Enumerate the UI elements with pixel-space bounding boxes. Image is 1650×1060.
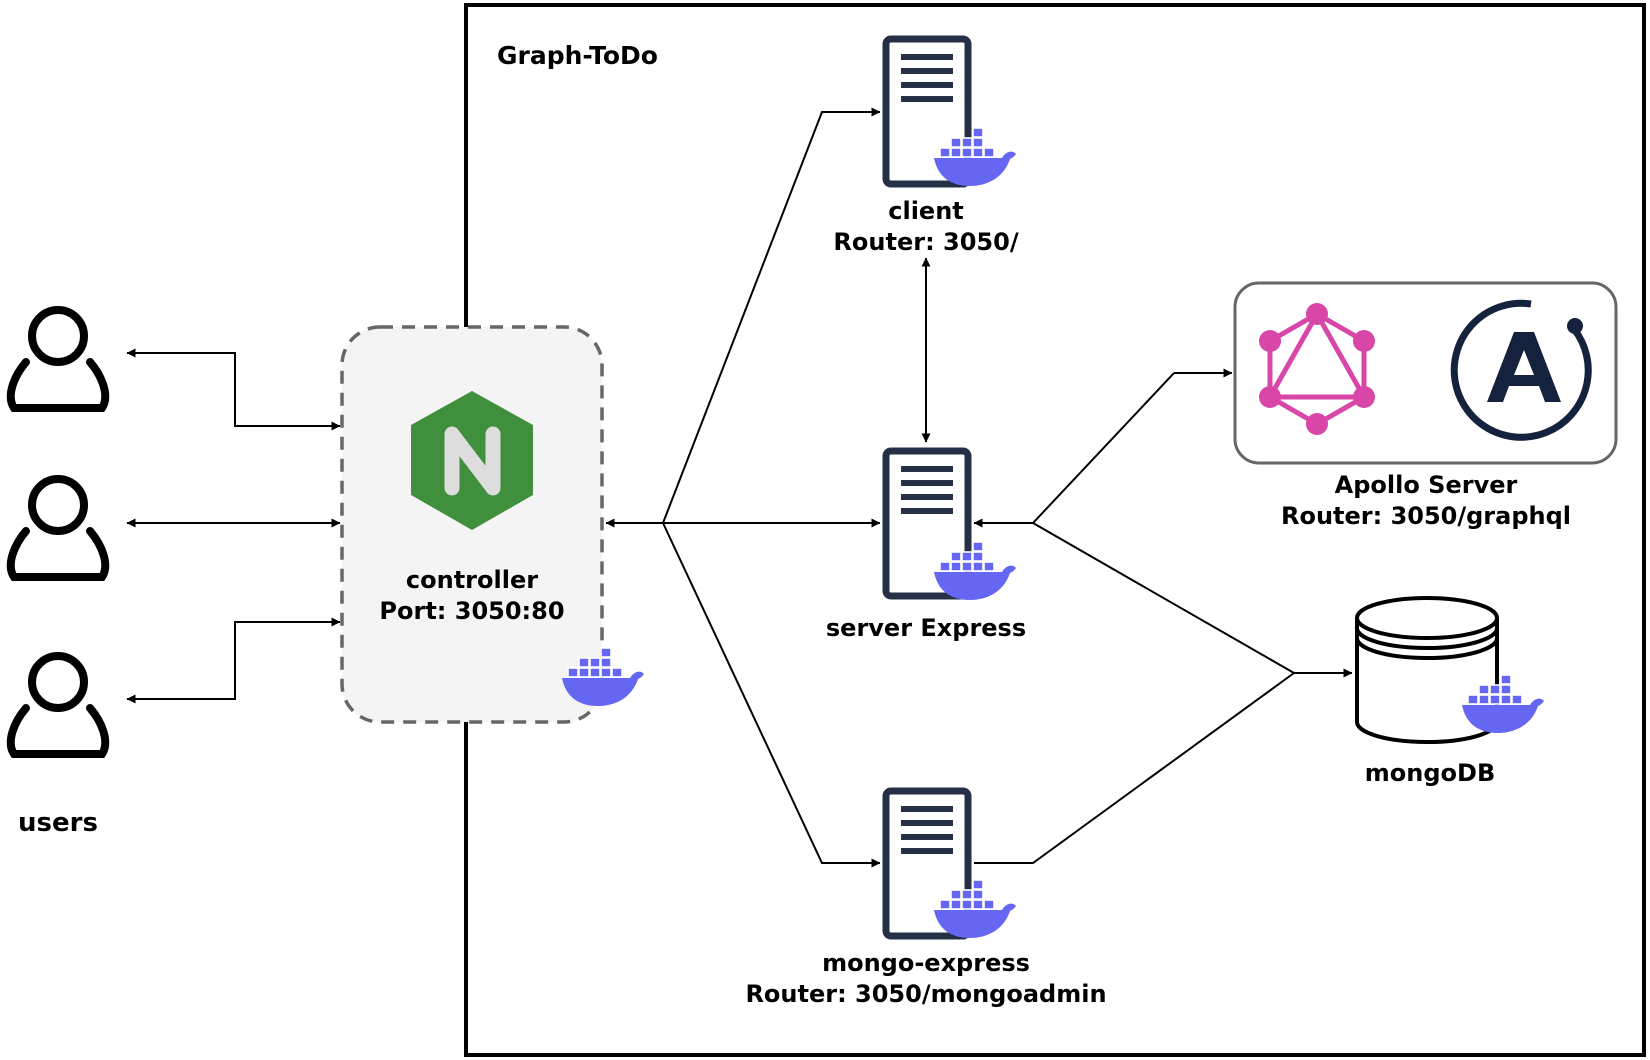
controller-label: controller Port: 3050:80 — [342, 565, 602, 627]
apollo-box — [1233, 281, 1618, 465]
database-icon — [1355, 596, 1499, 744]
controller-port: Port: 3050:80 — [379, 597, 565, 625]
mongodb-label: mongoDB — [1364, 759, 1496, 787]
nginx-icon — [411, 391, 533, 530]
edge-hub-mongo-express — [662, 522, 881, 868]
diagram-title: Graph-ToDo — [497, 41, 658, 70]
edge-hub-client — [662, 107, 881, 524]
users-label: users — [18, 808, 98, 838]
edge-user1-controller — [126, 348, 341, 431]
edge-server-mongodb — [1032, 522, 1295, 674]
server-name: server Express — [825, 614, 1027, 642]
apollo-label: Apollo Server Router: 3050/graphql — [1226, 470, 1626, 532]
apollo-route: Router: 3050/graphql — [1280, 502, 1572, 530]
server-label: server Express — [776, 613, 1076, 644]
apollo-name: Apollo Server — [1334, 471, 1518, 499]
mongo-express-route: Router: 3050/mongoadmin — [745, 980, 1107, 1008]
mongo-express-name: mongo-express — [822, 949, 1030, 977]
client-label: client Router: 3050/ — [776, 196, 1076, 258]
user-icon — [11, 656, 105, 754]
user-icon — [11, 479, 105, 577]
mongo-express-label: mongo-express Router: 3050/mongoadmin — [726, 948, 1126, 1010]
edge-user3-controller — [126, 617, 341, 704]
edge-apollo-server — [973, 372, 1175, 528]
user-icon — [11, 310, 105, 408]
apollo-icon — [1450, 299, 1592, 441]
edge-mongoexpress-mongodb — [974, 672, 1295, 864]
client-route: Router: 3050/ — [833, 228, 1019, 256]
client-name: client — [888, 197, 964, 225]
graphql-icon — [1259, 303, 1375, 435]
connectors — [126, 107, 1353, 868]
controller-name: controller — [405, 566, 539, 594]
